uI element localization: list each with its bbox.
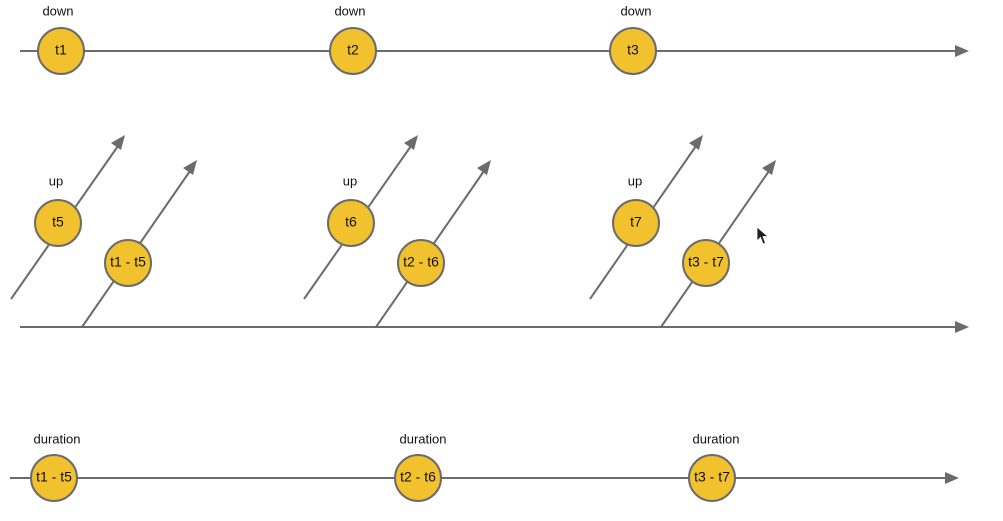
- marble-label-duration-3: t3 - t7: [694, 469, 730, 485]
- marble-circle-up-1: [34, 199, 82, 247]
- marble-label-down-1: t1: [55, 42, 67, 58]
- marble-label-down-3: t3: [627, 42, 639, 58]
- marble-up-6: t3 - t7: [682, 239, 730, 287]
- mouse-cursor-icon: [756, 226, 770, 245]
- timeline-down-arrowhead: [955, 45, 969, 57]
- marble-label-up-5: t7: [630, 214, 642, 230]
- marble-circle-up-5: [612, 199, 660, 247]
- marble-label-up-3: t6: [345, 214, 357, 230]
- marble-label-duration-2: t2 - t6: [400, 469, 436, 485]
- marble-circle-down-3: [609, 27, 657, 75]
- marble-circle-duration-3: [688, 454, 736, 502]
- event-label-duration-1: duration: [34, 431, 81, 446]
- up-stream-1b-arrowhead: [183, 160, 197, 175]
- marble-up-5: up t7: [612, 173, 660, 247]
- event-label-up-1: up: [49, 173, 63, 188]
- event-label-down-3: down: [620, 3, 651, 18]
- marble-circle-down-1: [37, 27, 85, 75]
- timeline-duration-arrowhead: [945, 472, 959, 484]
- marble-down-3: down t3: [609, 3, 657, 75]
- marble-label-duration-1: t1 - t5: [36, 469, 72, 485]
- up-stream-2b-arrowhead: [477, 160, 491, 175]
- event-label-duration-2: duration: [400, 431, 447, 446]
- marble-label-up-6: t3 - t7: [688, 254, 724, 270]
- up-stream-2a-arrowhead: [404, 135, 418, 150]
- marble-up-2: t1 - t5: [104, 239, 152, 287]
- marble-label-down-2: t2: [347, 42, 359, 58]
- marble-down-1: down t1: [37, 3, 85, 75]
- marble-up-1: up t5: [34, 173, 82, 247]
- marble-circle-up-3: [327, 199, 375, 247]
- marble-label-up-1: t5: [52, 214, 64, 230]
- marble-up-3: up t6: [327, 173, 375, 247]
- marble-label-up-2: t1 - t5: [110, 254, 146, 270]
- marble-down-2: down t2: [329, 3, 377, 75]
- marble-circle-up-4: [397, 239, 445, 287]
- marble-label-up-4: t2 - t6: [403, 254, 439, 270]
- up-stream-1a-arrowhead: [111, 135, 125, 150]
- event-label-duration-3: duration: [693, 431, 740, 446]
- event-label-up-5: up: [628, 173, 642, 188]
- marble-up-4: t2 - t6: [397, 239, 445, 287]
- timeline-down: down t1 down t2 down t3: [20, 3, 969, 75]
- marble-duration-3: duration t3 - t7: [688, 431, 740, 502]
- marble-circle-duration-1: [30, 454, 78, 502]
- marble-circle-duration-2: [394, 454, 442, 502]
- event-label-down-2: down: [334, 3, 365, 18]
- up-stream-3b-arrowhead: [762, 160, 776, 175]
- timeline-up: up t5 t1 - t5 up t6 t2 - t6 up t7 t3 - t…: [10, 135, 969, 333]
- event-label-down-1: down: [42, 3, 73, 18]
- marble-duration-2: duration t2 - t6: [394, 431, 447, 502]
- marble-circle-up-2: [104, 239, 152, 287]
- marble-duration-1: duration t1 - t5: [30, 431, 81, 502]
- marble-circle-down-2: [329, 27, 377, 75]
- up-stream-3a-arrowhead: [689, 135, 703, 150]
- event-label-up-3: up: [343, 173, 357, 188]
- timeline-up-arrowhead: [955, 321, 969, 333]
- marble-circle-up-6: [682, 239, 730, 287]
- timeline-duration: duration t1 - t5 duration t2 - t6 durati…: [10, 431, 959, 502]
